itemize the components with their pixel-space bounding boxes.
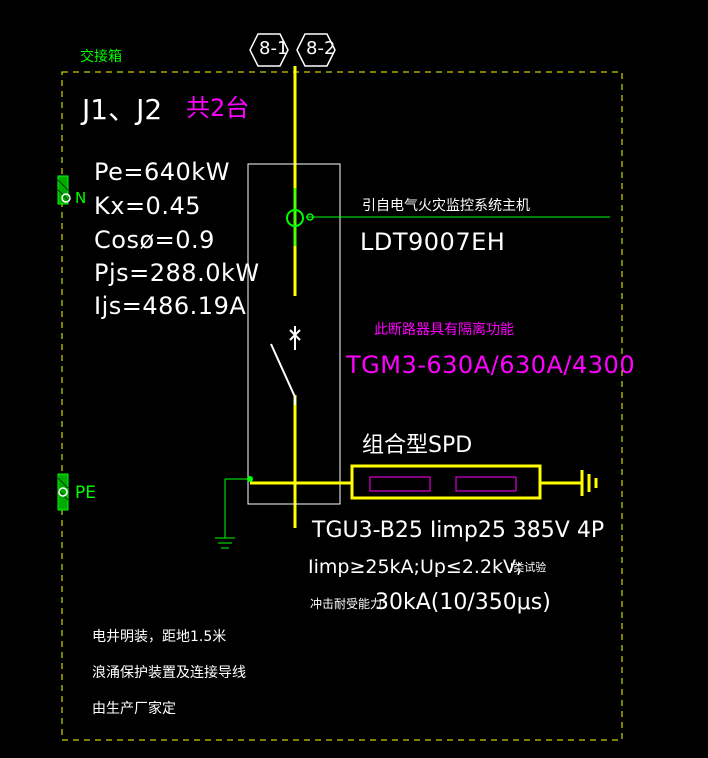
spd-label: 组合型SPD (362, 433, 473, 458)
n-terminal-label: N (75, 189, 87, 207)
cable-tag-right (296, 33, 336, 67)
note-line-3: 由生产厂家定 (92, 701, 176, 717)
spd-surge-label: 冲击耐受能力: (310, 597, 387, 611)
pe-terminal (57, 473, 69, 511)
n-terminal (57, 175, 71, 205)
enclosure-frame (61, 71, 623, 741)
param-pjs: Pjs=288.0kW (94, 259, 260, 287)
breaker-note: 此断路器具有隔离功能 (374, 322, 514, 338)
breaker-contact (270, 326, 301, 405)
cable-tag-right-label: 8-2 (306, 38, 336, 59)
ct-link-dot (306, 213, 314, 221)
param-ijs: Ijs=486.19A (94, 292, 247, 320)
spd-surge-value: 30kA(10/350μs) (375, 590, 551, 615)
note-line-2: 浪涌保护装置及连接导线 (92, 665, 246, 681)
param-pe: Pe=640kW (94, 158, 230, 186)
panel-count: 共2台 (186, 94, 250, 122)
spd-spec: Iimp≥25kA;Up≤2.2kV; (308, 556, 523, 578)
switchgear-box (247, 163, 341, 505)
fire-monitor-model: LDT9007EH (360, 228, 506, 256)
cable-tag-left (249, 33, 289, 67)
panel-id: J1、J2 (82, 93, 163, 126)
pe-terminal-label: PE (75, 483, 96, 503)
param-cos: Cosø=0.9 (94, 226, 215, 254)
panel-label: 交接箱 (80, 49, 122, 65)
spd-spec-note: I类试验 (510, 561, 547, 574)
note-line-1: 电井明装，距地1.5米 (92, 629, 227, 645)
fire-monitor-source: 引自电气火灾监控系统主机 (362, 198, 530, 214)
cable-tag-left-label: 8-1 (259, 38, 289, 59)
spd-element-1 (369, 476, 431, 492)
spd-box (350, 464, 542, 500)
breaker-model: TGM3-630A/630A/4300 (346, 351, 636, 379)
spd-element-2 (455, 476, 517, 492)
spd-model: TGU3-B25 Iimp25 385V 4P (312, 518, 605, 543)
ground-conductor (215, 478, 250, 549)
earth-symbol-right (580, 470, 598, 496)
param-kx: Kx=0.45 (94, 192, 201, 220)
